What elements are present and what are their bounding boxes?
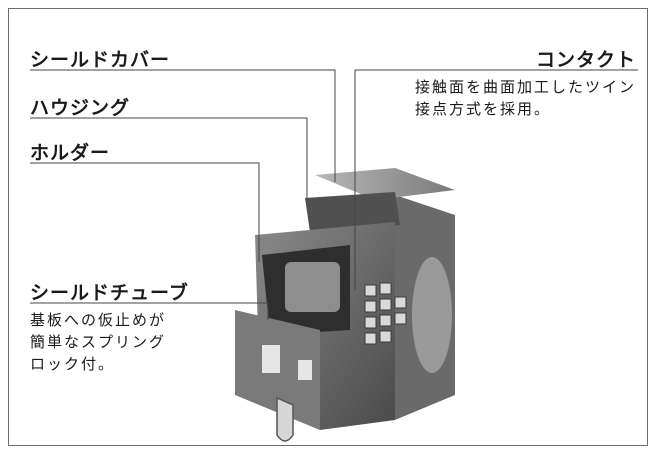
shield-tube-description-line1: 基板への仮止めが	[30, 311, 167, 329]
connector-image	[235, 168, 455, 442]
shield-tube-description-line2: 簡単なスプリング	[30, 333, 167, 351]
diagram-frame	[8, 8, 648, 446]
spring-lock-tab	[276, 396, 294, 442]
label-contact: コンタクト	[535, 49, 636, 71]
shield-cover-top	[315, 168, 455, 200]
contact-description-line2: 接点方式を採用。	[414, 100, 551, 118]
leader-holder	[30, 162, 260, 262]
spring-lock-slot	[262, 345, 280, 373]
leader-shield-cover	[30, 69, 336, 182]
label-shield-tube: シールドチューブ	[30, 282, 189, 304]
label-housing: ハウジング	[30, 97, 131, 119]
label-shield-cover: シールドカバー	[30, 49, 171, 71]
label-holder: ホルダー	[30, 142, 111, 164]
shield-tube-description-line3: ロック付。	[30, 355, 116, 373]
housing-top	[305, 192, 400, 232]
contact-description-line1: 接触面を曲面加工したツイン	[414, 78, 636, 96]
round-boss	[412, 257, 452, 373]
leader-contact	[354, 69, 638, 290]
contact-description: 接触面を曲面加工したツイン 接点方式を採用。	[415, 76, 636, 120]
leader-housing	[30, 117, 308, 200]
leader-shield-tube	[30, 302, 269, 320]
leader-lines	[30, 69, 638, 320]
shield-tube-description: 基板への仮止めが 簡単なスプリング ロック付。	[30, 309, 166, 375]
contact-block	[285, 262, 340, 312]
contact-grid	[364, 282, 407, 345]
